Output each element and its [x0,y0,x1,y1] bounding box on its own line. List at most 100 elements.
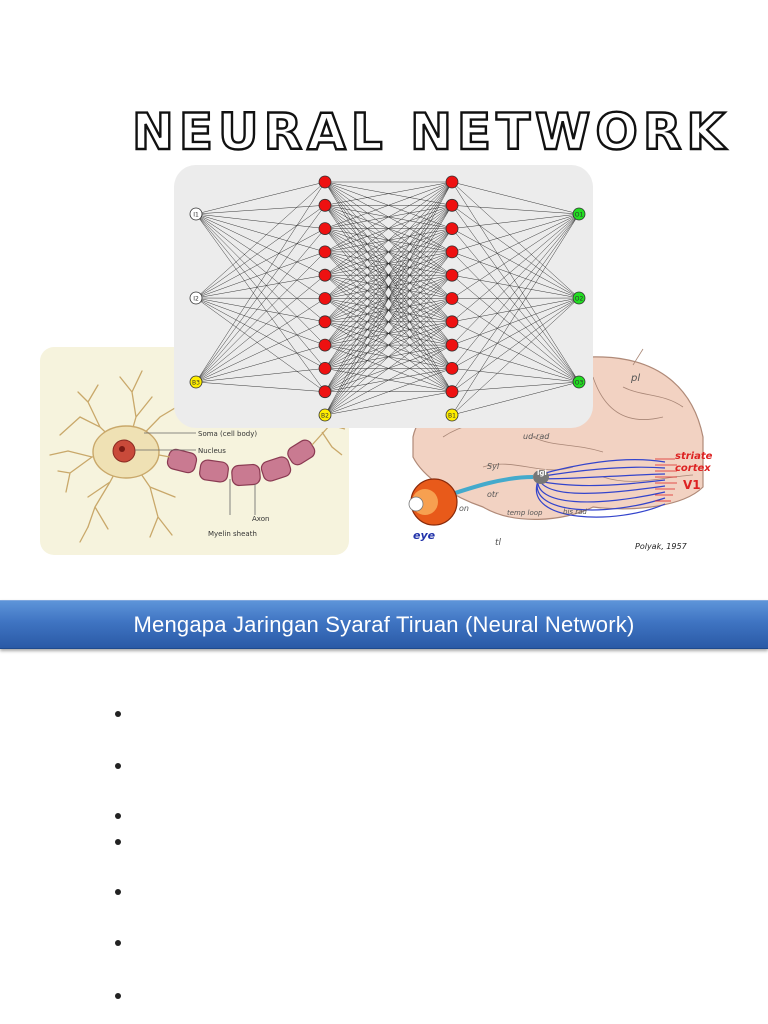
network-edge [451,213,580,276]
network-edge [324,228,453,416]
bullet-point [115,813,121,819]
network-edge [324,181,453,229]
axon-label: Axon [252,515,269,523]
output-node [572,291,586,305]
network-edge [195,228,326,299]
section-banner: Mengapa Jaringan Syaraf Tiruan (Neural N… [0,600,768,649]
network-edge [195,213,326,253]
bias-node-label: B2 [321,412,329,419]
nucleus-label: Nucleus [198,447,226,455]
input-node [189,291,203,305]
ud-label: ud-rad [523,432,550,441]
hidden-node [445,268,459,282]
network-edge [195,381,326,392]
network-edge [195,297,326,369]
bullet-point [115,993,121,999]
network-edge [451,213,580,229]
section-banner-title: Mengapa Jaringan Syaraf Tiruan (Neural N… [133,611,635,637]
network-edge [451,381,580,392]
network-edge [195,205,326,383]
network-edge [451,213,580,299]
network-edge [451,205,580,215]
input-node-label: I2 [193,295,199,302]
bullet-point [115,940,121,946]
bis-label: bis rad [563,508,587,516]
input-node [189,207,203,221]
network-edge [324,298,453,416]
hidden-node [445,175,459,189]
hidden-node [318,198,332,212]
network-edge [324,251,453,416]
network-edge [324,181,453,299]
network-edge [324,181,453,369]
network-edge [451,213,580,392]
hidden-node [445,361,459,375]
network-edge [195,298,326,383]
output-node-label: O1 [575,211,584,218]
network-edge [195,181,326,299]
network-edge [451,228,580,383]
network-edge [451,274,580,299]
hidden-node [318,245,332,259]
output-node [572,207,586,221]
network-edge [451,213,580,253]
hidden-node [445,385,459,399]
network-edge [195,213,326,276]
input-node [189,375,203,389]
network-edge [451,297,580,299]
network-edge [324,181,453,322]
network-edge [451,205,580,383]
network-edge [195,297,326,392]
network-edge [324,368,453,416]
bias-node-label: B1 [448,412,456,419]
eye-label: eye [413,529,436,542]
hidden-node [445,315,459,329]
network-edge [451,213,580,416]
network-edge [195,251,326,383]
network-edge [195,213,326,299]
network-edge [324,181,453,206]
cortex-label: cortex [675,463,711,474]
network-edge [195,205,326,299]
network-edge [324,181,453,392]
network-edge [195,228,326,383]
network-edge [451,344,580,383]
network-edge [324,181,453,416]
network-edge [195,213,326,229]
network-edge [324,321,453,416]
network-edge [451,297,580,392]
tl-label: tl [495,538,502,548]
striate-label: striate [675,451,712,462]
hidden-node [318,385,332,399]
hidden-node [445,222,459,235]
lgn-label: lgl [537,469,547,477]
hidden-node [318,268,332,282]
network-edge [195,213,326,322]
input-node-label: I1 [193,211,199,218]
network-edge [324,275,453,416]
hidden-node [445,245,459,259]
network-edge [451,297,580,416]
network-edge [451,275,580,383]
network-edge [451,297,580,346]
network-edge [451,213,580,369]
v1-label: V1 [683,478,701,492]
hidden-node [318,361,332,375]
network-edge [451,181,580,299]
network-edge [451,213,580,322]
network-edge [324,391,453,416]
network-edge [451,297,580,323]
network-edge [195,181,326,215]
network-edge [451,251,580,383]
hidden-node [318,175,332,189]
network-edge [195,344,326,383]
output-node [572,375,586,389]
loop-label: temp loop [507,509,543,517]
network-edge [451,368,580,383]
syle-label: Syl [487,462,500,471]
network-edge [324,181,453,253]
network-edge [451,181,580,383]
input-node-label: B3 [192,379,200,386]
bullet-point [115,711,121,717]
